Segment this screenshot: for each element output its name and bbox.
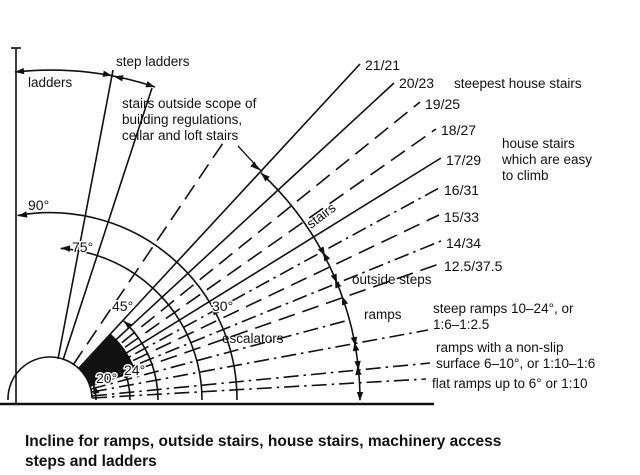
arrow-ramps-10deg-b (350, 336, 358, 346)
origin-arc (7, 356, 93, 401)
leader-outside-scope (237, 145, 263, 173)
arc-75deg (60, 247, 203, 401)
arrow-ramps-6deg-b (354, 360, 361, 370)
note-steep-ramps-1: steep ramps 10–24°, or (433, 301, 574, 316)
ratio-14-34: 14/34 (446, 235, 481, 251)
diagram-labels: ladders step ladders stairs outside scop… (27, 54, 596, 391)
ratio-21-21: 21/21 (365, 57, 400, 73)
ray-66deg (62, 87, 153, 361)
angle-30: 30° (212, 298, 233, 314)
ray-flat-ramps (91, 378, 427, 399)
ratio-20-23: 20/23 (399, 75, 434, 91)
label-ramps: ramps (364, 307, 402, 322)
arc-stairs-ramps-range (260, 172, 361, 401)
arrow-ladders-pair-a (102, 70, 112, 77)
arrow-ladders-pair-b (114, 75, 124, 82)
note-flat-ramps: flat ramps up to 6° or 1:10 (432, 376, 587, 391)
ray-14-34 (88, 240, 442, 385)
ray-21-21 (77, 63, 361, 370)
arrow-75deg (61, 245, 71, 252)
ray-16-31 (86, 187, 440, 381)
arrow-ramps-bottom (356, 392, 364, 401)
label-escalators: escalators (222, 331, 284, 346)
arrow-scope-junction (250, 161, 259, 170)
ray-12-5-37-5 (89, 263, 440, 387)
incline-diagram: ladders step ladders stairs outside scop… (0, 47, 596, 406)
note-nonslip-2: surface 6–10°, or 1:10–1:6 (436, 356, 595, 371)
ratio-19-25: 19/25 (425, 96, 460, 112)
ray-18-27 (83, 128, 437, 377)
arc-45deg (123, 320, 159, 401)
arrow-ramps-6deg-a (355, 366, 362, 376)
arrowheads (15, 67, 364, 401)
angle-45: 45° (112, 298, 133, 314)
ratio-16-31: 16/31 (444, 182, 479, 198)
label-stairs: stairs (304, 200, 339, 232)
angle-20: 20° (96, 370, 117, 386)
angle-90: 90° (28, 197, 49, 213)
note-easy-3: to climb (502, 168, 549, 183)
angle-75: 75° (72, 239, 93, 255)
label-ladders: ladders (28, 75, 73, 90)
label-step-ladders: step ladders (116, 54, 190, 69)
note-easy-1: house stairs (502, 136, 575, 151)
ray-steep-ramps (91, 329, 429, 393)
arrow-stairs-top (261, 173, 270, 182)
ratio-18-27: 18/27 (441, 122, 476, 138)
ray-20-23 (80, 82, 395, 373)
note-steepest: steepest house stairs (454, 76, 582, 91)
arrow-stairs-bottom (323, 252, 331, 262)
arc-ladders-range (14, 69, 156, 88)
ray-17-29 (85, 157, 442, 379)
arrow-gap-pair (330, 273, 337, 283)
arrow-20deg (93, 385, 100, 395)
angle-24: 24° (124, 362, 145, 378)
arrow-45deg (124, 321, 133, 330)
ray-15-33 (87, 214, 440, 383)
ray-19-25 (82, 101, 421, 375)
arrow-ramps-top (342, 296, 349, 306)
note-outside-scope-2: building regulations, (122, 112, 242, 127)
ray-56deg (72, 142, 224, 366)
note-nonslip-1: ramps with a non-slip (436, 340, 564, 355)
note-outside-scope-3: cellar and loft stairs (122, 128, 239, 143)
arrow-24deg (124, 369, 131, 379)
note-steep-ramps-2: 1:6–1:2.5 (433, 317, 489, 332)
label-outside-steps: outside steps (352, 272, 432, 287)
origin-ink-wedge (79, 334, 136, 387)
arc-90-30deg (17, 211, 238, 401)
diagram-lines (0, 47, 442, 406)
ratio-17-29: 17/29 (446, 152, 481, 168)
figure-caption: Incline for ramps, outside stairs, house… (25, 432, 625, 473)
ratio-15-33: 15/33 (444, 209, 479, 225)
caption-line-1: Incline for ramps, outside stairs, house… (25, 433, 502, 450)
ray-nonslip-ramps (91, 362, 431, 397)
arrow-90deg (18, 211, 28, 218)
arrow-30deg (212, 306, 220, 316)
ray-75deg (57, 69, 114, 360)
note-easy-2: which are easy (501, 152, 592, 167)
arrow-ramps-10deg-a (352, 342, 360, 352)
ratio-12-5-37-5: 12.5/37.5 (444, 258, 503, 274)
arrow-ladders-left (15, 67, 25, 75)
caption-line-2: steps and ladders (25, 453, 157, 471)
arrow-stepladders-end (145, 81, 155, 88)
note-outside-scope-1: stairs outside scope of (122, 96, 257, 111)
ray-escalator (90, 319, 350, 390)
arrow-outside-steps-top (317, 246, 325, 256)
